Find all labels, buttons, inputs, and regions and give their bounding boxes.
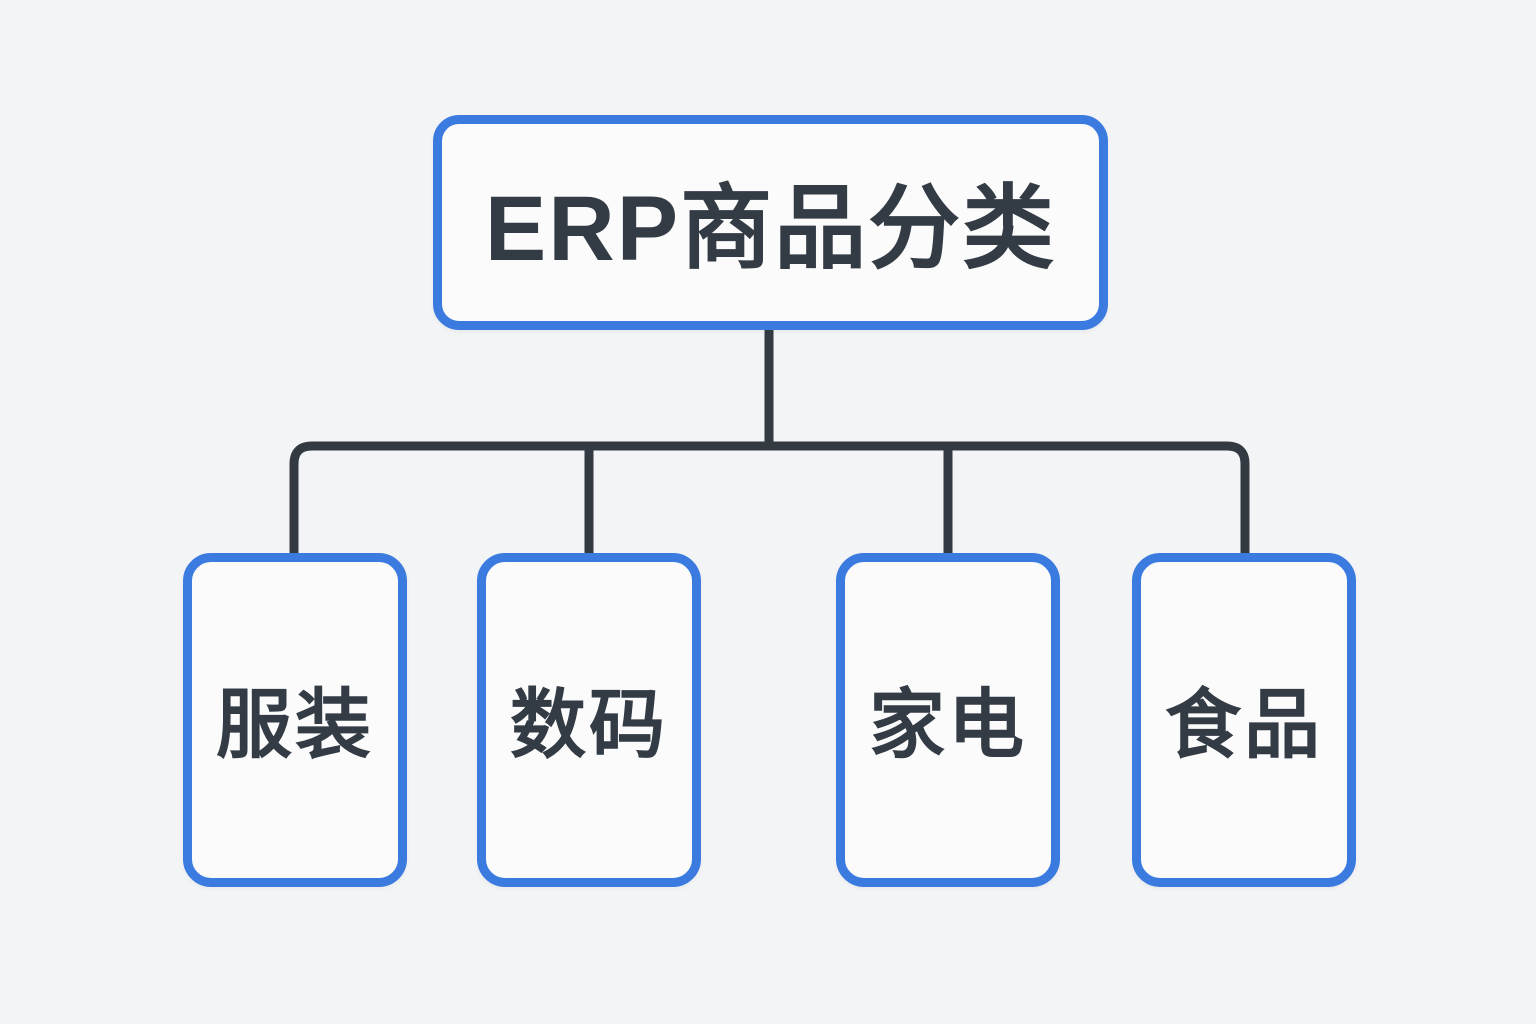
node-clothing: 服装 (183, 553, 407, 887)
node-food: 食品 (1132, 553, 1356, 887)
node-label: 数码 (510, 683, 668, 768)
node-label: ERP商品分类 (484, 178, 1057, 280)
node-erp-product-categories: ERP商品分类 (433, 115, 1108, 330)
node-label: 家电 (869, 683, 1027, 768)
node-label: 食品 (1165, 683, 1323, 768)
node-label: 服装 (216, 683, 374, 768)
node-digital: 数码 (477, 553, 701, 887)
connector-bus (289, 441, 1250, 557)
node-appliances: 家电 (836, 553, 1060, 887)
